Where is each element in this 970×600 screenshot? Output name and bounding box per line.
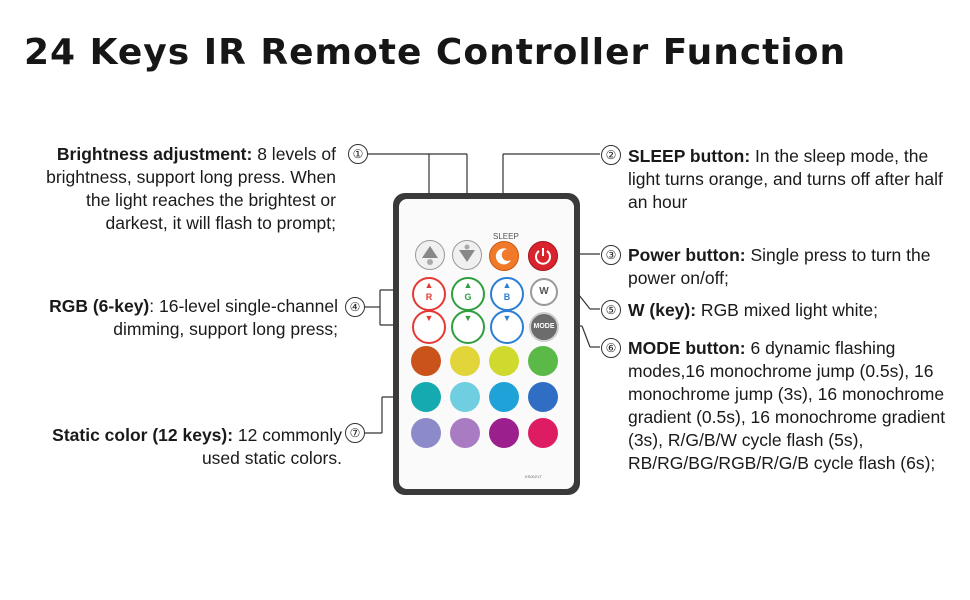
bulb-icon: ▲ — [502, 280, 512, 290]
red-down-button[interactable]: ▼ — [412, 310, 446, 344]
static-color-button-5[interactable] — [411, 382, 441, 412]
brightness-down-icon — [459, 244, 475, 262]
callout-brightness: Brightness adjustment: 8 levels of brigh… — [46, 144, 336, 233]
green-down-button[interactable]: ▼ — [451, 310, 485, 344]
blue-down-button[interactable]: ▼ — [490, 310, 524, 344]
callout-mode: MODE button: 6 dynamic flashing modes,16… — [628, 338, 946, 473]
static-color-button-10[interactable] — [450, 418, 480, 448]
callout-w: W (key): RGB mixed light white; — [628, 300, 878, 320]
brightness-up-button[interactable] — [415, 240, 445, 270]
static-color-button-3[interactable] — [489, 346, 519, 376]
power-icon — [535, 248, 551, 265]
red-up-button[interactable]: ▲ R — [412, 277, 446, 311]
static-color-button-9[interactable] — [411, 418, 441, 448]
green-up-button[interactable]: ▲ G — [451, 277, 485, 311]
static-color-button-12[interactable] — [528, 418, 558, 448]
bulb-icon: ▼ — [463, 313, 473, 323]
callout-static-color: Static color (12 keys): 12 commonly used… — [52, 425, 342, 468]
brightness-up-icon — [422, 246, 438, 265]
moon-icon — [495, 248, 511, 265]
w-button[interactable]: W — [530, 278, 558, 306]
blue-label: B — [503, 292, 511, 302]
callout-sleep: SLEEP button: In the sleep mode, the lig… — [628, 146, 943, 212]
static-color-button-4[interactable] — [528, 346, 558, 376]
callout-number-7: ⑦ — [345, 423, 365, 443]
red-label: R — [425, 292, 433, 302]
brightness-down-button[interactable] — [452, 240, 482, 270]
bulb-icon: ▼ — [424, 313, 434, 323]
blue-up-button[interactable]: ▲ B — [490, 277, 524, 311]
callout-number-5: ⑤ — [601, 300, 621, 320]
callout-number-2: ② — [601, 145, 621, 165]
static-color-button-6[interactable] — [450, 382, 480, 412]
callout-power: Power button: Single press to turn the p… — [628, 245, 931, 288]
static-color-button-2[interactable] — [450, 346, 480, 376]
power-button[interactable] — [528, 241, 558, 271]
callout-number-1: ① — [348, 144, 368, 164]
callout-number-3: ③ — [601, 245, 621, 265]
callout-rgb: RGB (6-key): 16-level single-channel dim… — [49, 296, 338, 339]
callout-number-4: ④ — [345, 297, 365, 317]
bulb-icon: ▼ — [502, 313, 512, 323]
model-number: KS0021T — [525, 474, 542, 479]
callout-number-6: ⑥ — [601, 338, 621, 358]
static-color-button-11[interactable] — [489, 418, 519, 448]
sleep-label: SLEEP — [493, 232, 519, 241]
bulb-icon: ▲ — [424, 280, 434, 290]
sleep-button[interactable] — [489, 241, 519, 271]
green-label: G — [464, 292, 472, 302]
static-color-button-1[interactable] — [411, 346, 441, 376]
mode-button[interactable]: MODE — [529, 312, 559, 342]
bulb-icon: ▲ — [463, 280, 473, 290]
static-color-button-7[interactable] — [489, 382, 519, 412]
page-title: 24 Keys IR Remote Controller Function — [24, 32, 847, 73]
static-color-button-8[interactable] — [528, 382, 558, 412]
